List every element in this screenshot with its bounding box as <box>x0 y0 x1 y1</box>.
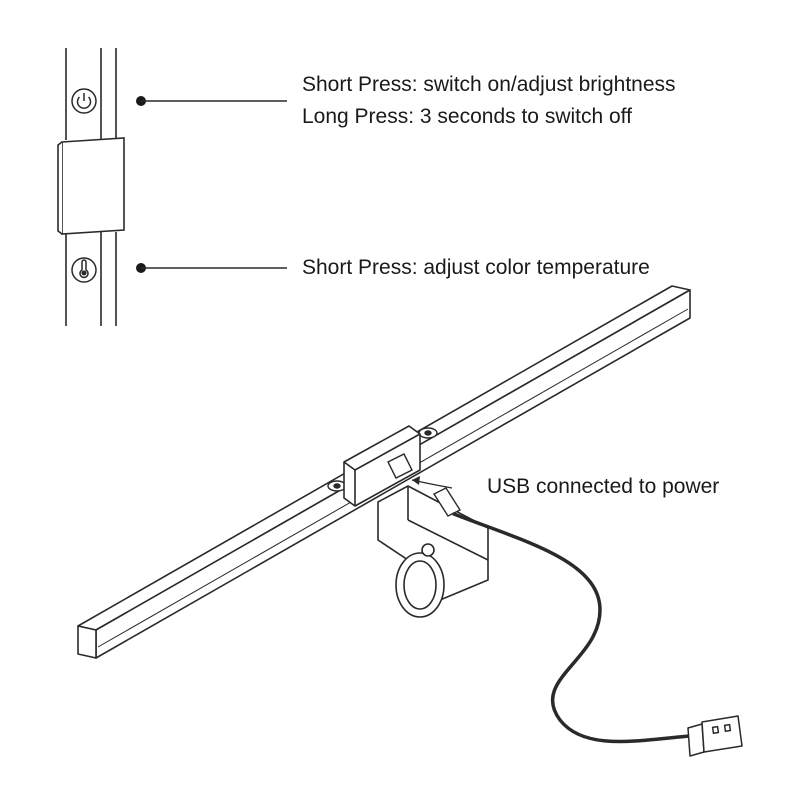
label-power-short-press: Short Press: switch on/adjust brightness <box>302 73 676 96</box>
power-icon <box>71 88 97 114</box>
label-usb-power: USB connected to power <box>487 475 720 498</box>
callout-usb-arrow <box>412 476 420 485</box>
bar-button-power <box>327 480 347 492</box>
usb-a-plug <box>687 715 743 757</box>
center-clip <box>343 425 489 618</box>
bar-button-temp <box>418 427 438 439</box>
usb-plug-in <box>387 453 462 517</box>
detail-bar-view <box>65 48 117 326</box>
usb-cable <box>452 512 692 744</box>
label-power-long-press: Long Press: 3 seconds to switch off <box>302 105 632 128</box>
callout-temp <box>136 263 287 273</box>
thermometer-icon <box>71 257 97 283</box>
label-temp-short-press: Short Press: adjust color temperature <box>302 256 650 279</box>
callout-power <box>136 96 287 106</box>
detail-clip-block <box>57 137 125 235</box>
